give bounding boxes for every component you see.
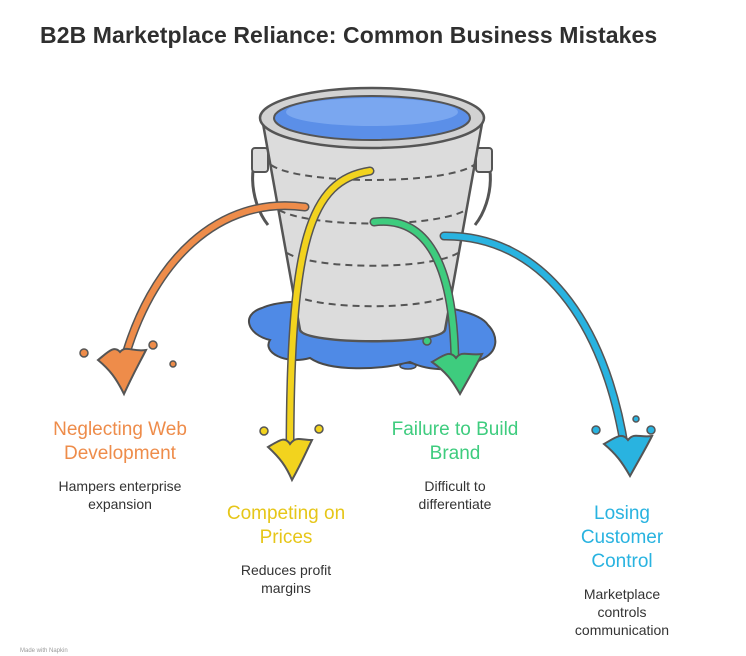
mistake-desc-customer-control: Marketplace controls communication [574,586,670,638]
stream-orange [79,201,310,397]
mistake-desc-neglecting-web: Hampers enterprise expansion [58,478,182,512]
stream-yellow [259,166,375,483]
bucket-body [260,116,485,343]
mistake-label-neglecting-web: Neglecting Web Development [53,419,187,464]
footer-credit: Made with Napkin [20,648,68,654]
mistake-desc-competing-prices: Reduces profit margins [240,562,332,596]
mistake-label-customer-control: Losing Customer Control [580,503,664,572]
page-title: B2B Marketplace Reliance: Common Busines… [40,22,658,48]
mistake-label-build-brand: Failure to Build Brand [391,419,519,464]
stream-green [369,216,484,397]
stream-blue [439,231,656,479]
mistake-label-competing-prices: Competing on Prices [226,503,346,548]
mistake-desc-build-brand: Difficult to differentiate [418,478,492,512]
